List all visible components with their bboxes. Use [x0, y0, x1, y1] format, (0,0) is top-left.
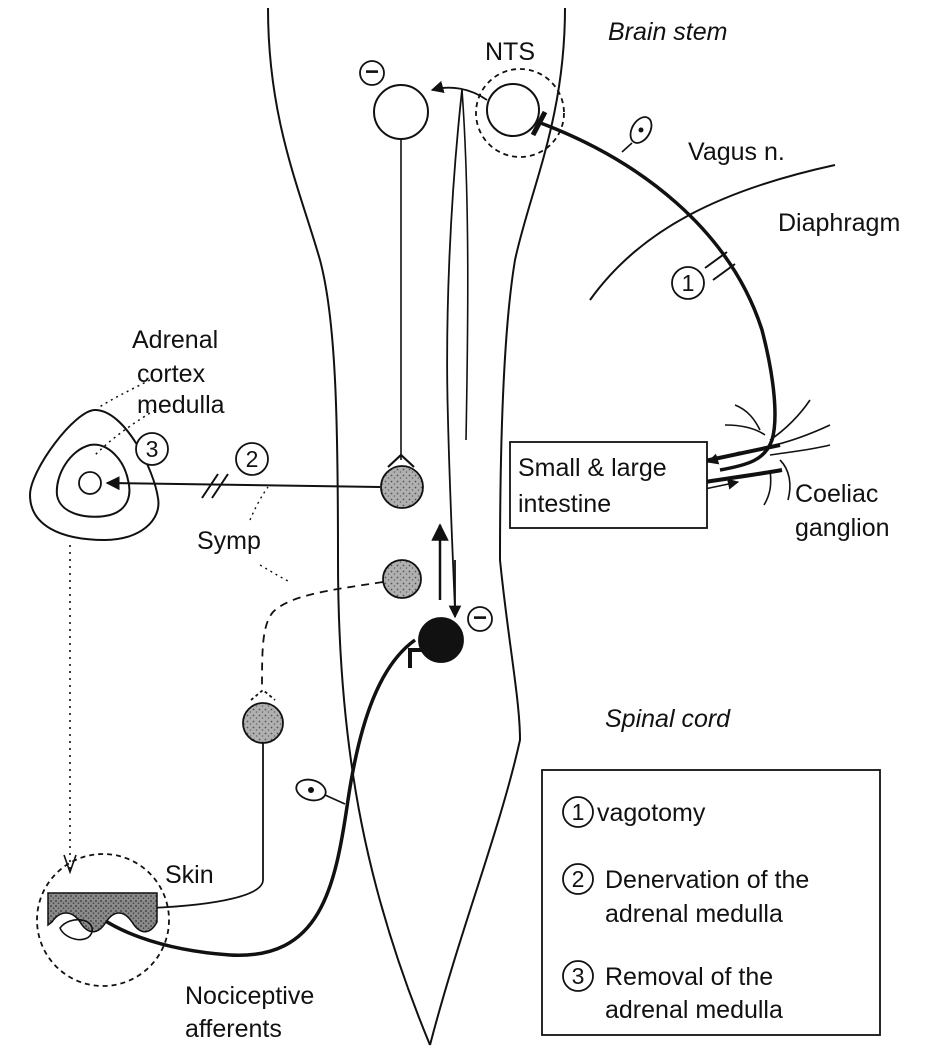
sympathetic-neuron-skin [383, 560, 421, 598]
vagus-ganglion-nucleus [639, 128, 644, 133]
vagotomy-cut-1 [705, 252, 727, 268]
central-descending-path [447, 90, 462, 610]
intestine-label-line1: Small & large [518, 454, 667, 482]
circulatory-arrowhead [64, 855, 76, 872]
coeliac-branch-6 [780, 460, 790, 500]
sympathetic-neuron-adrenal [381, 466, 423, 508]
coeliac-fibre-a [700, 445, 780, 462]
vagus-afferent-fibre [538, 122, 775, 470]
nts-neuron [487, 84, 539, 136]
postganglionic-neuron [243, 703, 283, 743]
vagus-stalk [622, 143, 632, 152]
coeliac-label-line1: Coeliac [795, 480, 878, 508]
inhibition-sign-bottom: − [473, 605, 487, 632]
spinal-cord-label: Spinal cord [605, 705, 731, 733]
nociceptive-label-line1: Nociceptive [185, 982, 314, 1010]
vagus-label: Vagus n. [688, 138, 785, 166]
cord-outline-left [268, 8, 430, 1045]
legend-item-2-text-line1: Denervation of the [605, 866, 809, 894]
intestine-label-line2: intestine [518, 490, 611, 518]
intestine-arrow-1 [708, 452, 740, 462]
central-ascending-line [462, 90, 468, 440]
legend-item-2-number: 2 [572, 866, 585, 892]
legend-item-3-number: 3 [572, 963, 585, 989]
legend-item-2-text-line2: adrenal medulla [605, 900, 783, 928]
adrenal-label: Adrenal [132, 326, 218, 354]
skin-label: Skin [165, 861, 214, 889]
nociceptive-label-line2: afferents [185, 1015, 282, 1043]
legend-item-1-number: 1 [572, 799, 585, 825]
marker-2-number: 2 [246, 446, 259, 472]
adrenal-chromaffin-cell [79, 472, 101, 494]
legend-item-1-text: vagotomy [597, 799, 706, 827]
marker-3-number: 3 [146, 436, 159, 462]
nts-label: NTS [485, 38, 535, 66]
diaphragm-label: Diaphragm [778, 209, 900, 237]
medulla-label: medulla [137, 391, 225, 419]
symp-label: Symp [197, 527, 261, 555]
legend-item-3-text-line2: adrenal medulla [605, 996, 783, 1024]
brainstem-neuron [374, 85, 428, 139]
brain-stem-label: Brain stem [608, 18, 727, 46]
dorsal-horn-neuron [419, 618, 463, 662]
symp-pointer-1 [250, 487, 268, 520]
vagotomy-cut-2 [713, 264, 735, 280]
skin-tissue [48, 893, 157, 932]
preganglionic-skin-fibre [262, 582, 383, 690]
drg-stalk [325, 795, 345, 804]
cortex-label: cortex [137, 360, 206, 388]
coeliac-branch-7 [764, 470, 771, 505]
legend: 1 vagotomy 2 Denervation of the adrenal … [542, 770, 880, 1035]
coeliac-branch-2 [775, 425, 830, 445]
coeliac-label-line2: ganglion [795, 514, 890, 542]
symp-pointer-2 [260, 565, 290, 582]
marker-1-number: 1 [682, 270, 695, 296]
postganglionic-synapse [251, 690, 275, 700]
legend-item-3-text-line1: Removal of the [605, 963, 773, 991]
drg-cell-nucleus [308, 787, 314, 793]
inhibition-sign-top: − [365, 59, 379, 86]
